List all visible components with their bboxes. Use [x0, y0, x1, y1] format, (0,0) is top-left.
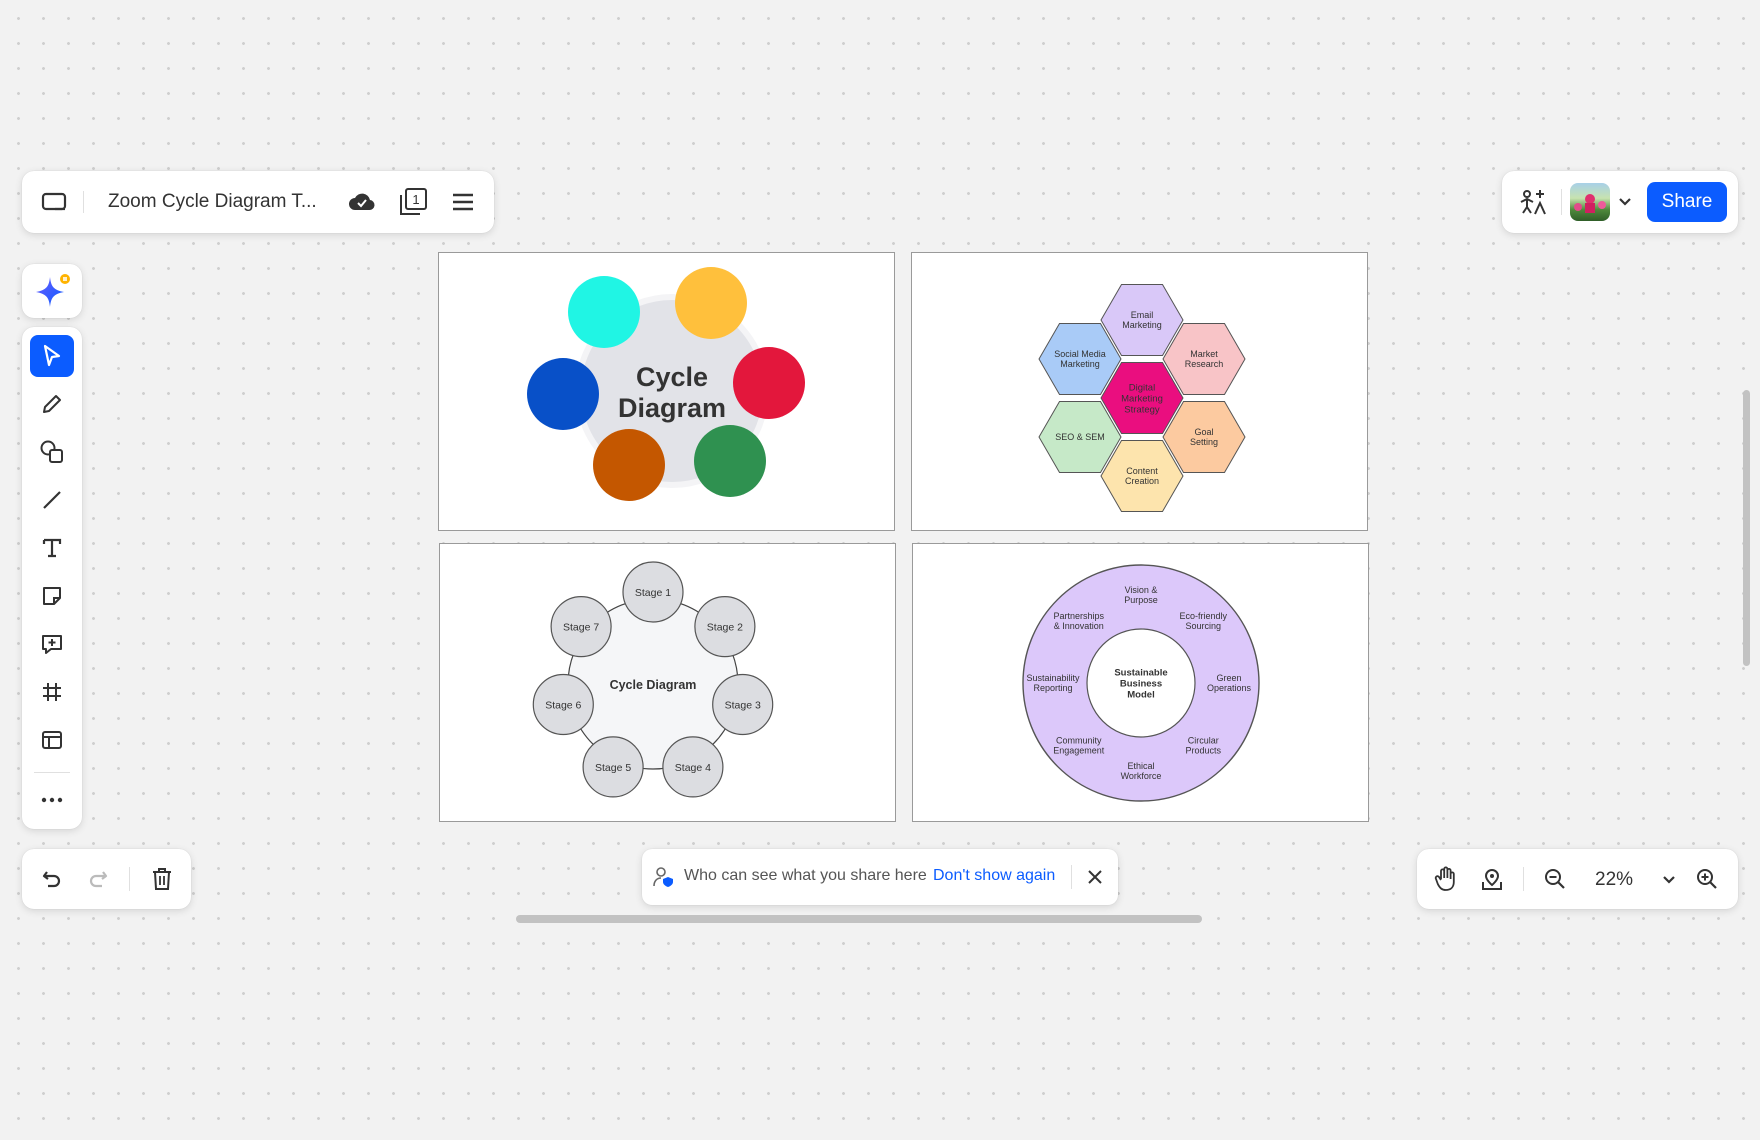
hexagon-2 — [1162, 323, 1246, 395]
zoom-dropdown-icon[interactable] — [1658, 869, 1680, 891]
stage-circle-7 — [550, 595, 612, 658]
ring-label-8: Partnerships& Innovation — [1054, 611, 1105, 631]
stage-circle-3 — [712, 673, 774, 736]
map-pin-icon[interactable] — [1472, 859, 1512, 899]
horizontal-scrollbar[interactable] — [516, 915, 1202, 923]
stage-cycle-graphic: Cycle Diagram Stage 1 Stage 2 Stage 3 Stage… — [532, 561, 774, 798]
stage-label-3: Stage 3 — [725, 700, 761, 712]
stage-label-2: Stage 2 — [707, 622, 743, 634]
select-tool-icon[interactable] — [30, 335, 74, 377]
stage-circle-6 — [532, 673, 594, 736]
stage-label-6: Stage 6 — [545, 700, 581, 712]
cycle-title-line1: Cycle — [636, 362, 708, 392]
shapes-tool-icon[interactable] — [30, 431, 74, 473]
stage-label-7: Stage 7 — [563, 622, 599, 634]
trash-icon[interactable] — [142, 859, 182, 899]
notice-text: Who can see what you share here — [684, 867, 927, 884]
menu-icon[interactable] — [445, 184, 481, 220]
vertical-scrollbar[interactable] — [1743, 390, 1750, 666]
zoom-out-icon[interactable] — [1535, 859, 1575, 899]
history-toolbar — [22, 849, 191, 909]
stage-label-4: Stage 4 — [675, 762, 711, 774]
cycle-circle-blue — [527, 358, 599, 430]
hexagon-6 — [1038, 323, 1122, 395]
chevron-down-icon[interactable] — [1614, 191, 1636, 213]
close-icon[interactable] — [1079, 861, 1111, 893]
more-tools-icon[interactable] — [30, 779, 74, 821]
redo-icon[interactable] — [78, 859, 118, 899]
dont-show-again-link[interactable]: Don't show again — [933, 867, 1056, 884]
cycle-diagram-graphic: Cycle Diagram — [527, 267, 805, 501]
document-title[interactable]: Zoom Cycle Diagram T... — [108, 191, 317, 212]
pages-icon[interactable]: 1 — [394, 183, 432, 221]
frame-tool-icon[interactable] — [30, 671, 74, 713]
cycle-circle-red — [733, 347, 805, 419]
sticky-note-tool-icon[interactable] — [30, 575, 74, 617]
user-privacy-icon — [650, 863, 678, 891]
collaboration-toolbar: Share — [1502, 171, 1738, 233]
hexagon-3 — [1162, 401, 1246, 473]
ring-label-1: Vision &Purpose — [1124, 585, 1158, 605]
line-tool-icon[interactable] — [30, 479, 74, 521]
stage-label-1: Stage 1 — [635, 587, 671, 599]
comment-tool-icon[interactable] — [30, 623, 74, 665]
ai-sparkle-icon[interactable] — [30, 270, 74, 312]
pen-tool-icon[interactable] — [30, 383, 74, 425]
undo-icon[interactable] — [32, 859, 72, 899]
cycle-circle-green — [694, 425, 766, 497]
hexagon-center — [1100, 362, 1184, 434]
cycle-circle-cyan — [568, 276, 640, 348]
cycle-title-line2: Diagram — [618, 393, 726, 423]
stage-circle-2 — [694, 595, 756, 658]
visibility-notice: Who can see what you share here Don't sh… — [642, 849, 1118, 905]
share-button[interactable]: Share — [1647, 182, 1727, 222]
accessibility-icon[interactable] — [1514, 183, 1552, 221]
text-tool-icon[interactable] — [30, 527, 74, 569]
stage-circle-5 — [582, 736, 644, 798]
frame-cycle-diagram[interactable]: Cycle Diagram — [438, 252, 895, 531]
zoom-toolbar: 22% — [1417, 849, 1738, 909]
stage-label-5: Stage 5 — [595, 762, 631, 774]
ai-companion-panel — [22, 264, 82, 318]
page-count: 1 — [412, 192, 419, 207]
hexagon-4 — [1100, 440, 1184, 512]
document-toolbar: Zoom Cycle Diagram T... 1 — [22, 171, 494, 233]
cycle-circle-yellow — [675, 267, 747, 339]
hexagon-1 — [1100, 284, 1184, 356]
hand-icon[interactable] — [1426, 859, 1466, 899]
template-tool-icon[interactable] — [30, 719, 74, 761]
hexagon-5 — [1038, 401, 1122, 473]
hexagon-label-5: SEO & SEM — [1055, 432, 1105, 442]
stage-circle-1 — [622, 561, 684, 623]
user-avatar[interactable] — [1570, 183, 1610, 221]
cloud-saved-icon[interactable] — [344, 184, 380, 220]
tools-toolbar — [22, 327, 82, 829]
zoom-in-icon[interactable] — [1687, 859, 1727, 899]
zoom-level[interactable]: 22% — [1595, 869, 1634, 890]
cycle-circle-orange — [593, 429, 665, 501]
stage-cycle-center: Cycle Diagram — [610, 678, 697, 692]
frame-stage-cycle[interactable]: Cycle Diagram Stage 1 Stage 2 Stage 3 Stage… — [439, 543, 896, 822]
whiteboard-icon[interactable] — [36, 184, 72, 220]
stage-circle-4 — [662, 736, 724, 798]
